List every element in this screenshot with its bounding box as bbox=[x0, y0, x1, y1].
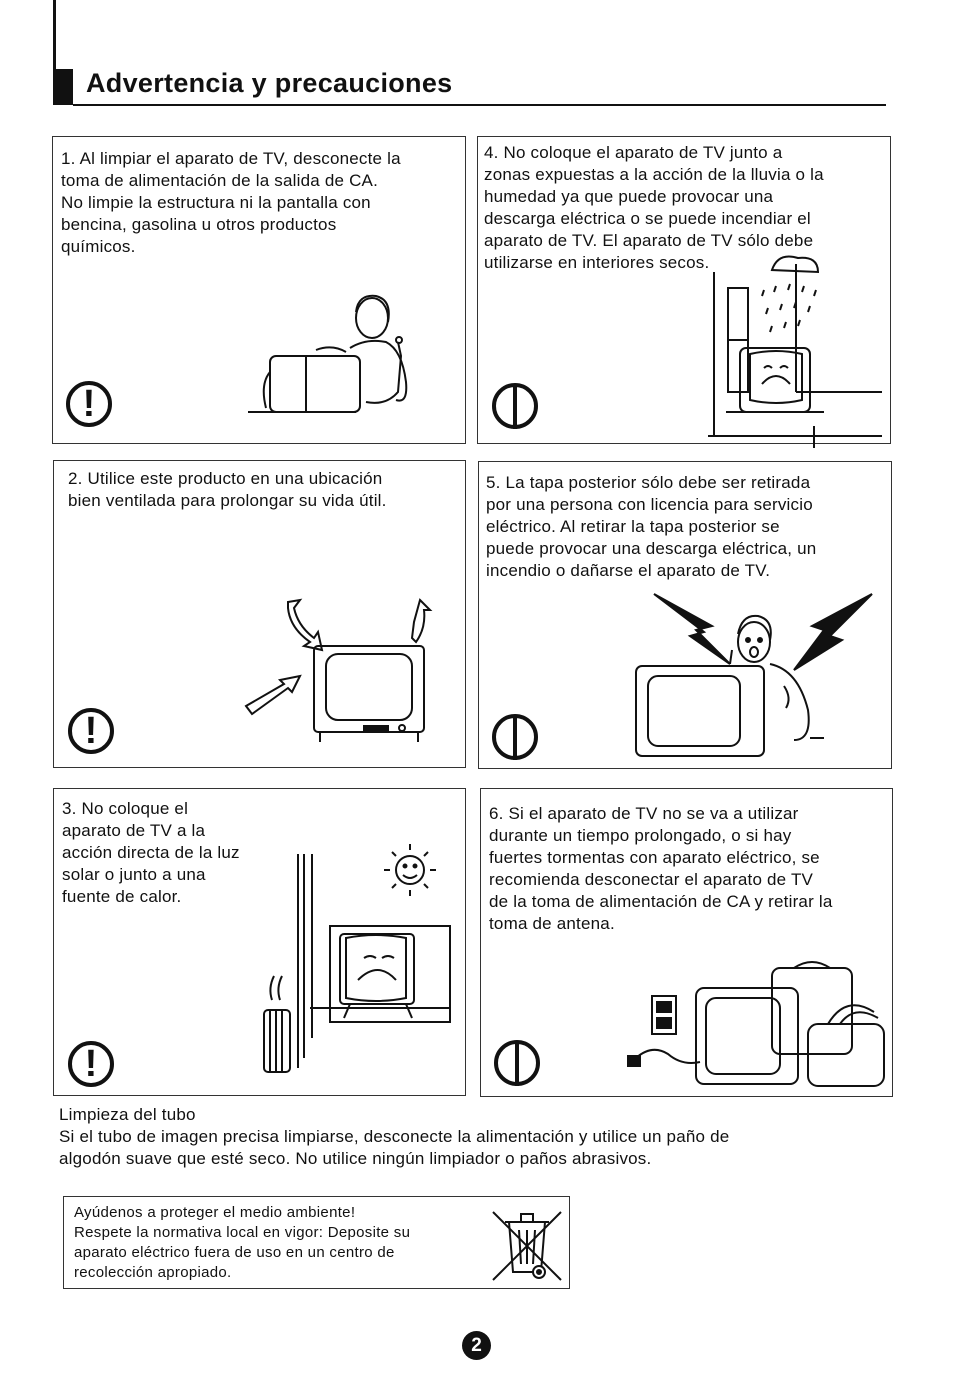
prohibition-icon bbox=[492, 383, 538, 429]
section-1-box bbox=[52, 136, 466, 444]
section-4-box bbox=[477, 136, 891, 444]
tv-rain-window-illustration bbox=[706, 250, 886, 450]
exclamation-warning-icon: ! bbox=[68, 1041, 114, 1087]
woman-cleaning-tv-illustration bbox=[246, 292, 416, 414]
section-3-text: 3. No coloque el aparato de TV a la acci… bbox=[62, 799, 240, 906]
section-5-box bbox=[478, 461, 892, 769]
prohibition-icon bbox=[494, 1040, 540, 1086]
section-1-text: 1. Al limpiar el aparato de TV, desconec… bbox=[61, 149, 401, 256]
tv-unplugged-luggage-illustration bbox=[622, 954, 888, 1088]
tv-ventilation-illustration bbox=[244, 596, 446, 744]
crossed-out-bin-icon bbox=[489, 1208, 565, 1284]
section-4-text: 4. No coloque el aparato de TV junto a z… bbox=[484, 143, 824, 272]
section-6-text: 6. Si el aparato de TV no se va a utiliz… bbox=[489, 804, 833, 933]
environment-notice-box bbox=[63, 1196, 570, 1289]
section-5-text: 5. La tapa posterior sólo debe ser retir… bbox=[486, 473, 817, 580]
page-title: Advertencia y precauciones bbox=[86, 68, 453, 98]
tv-sun-heater-illustration bbox=[260, 848, 456, 1074]
title-marker-bar bbox=[53, 69, 73, 105]
man-electric-shock-illustration bbox=[634, 590, 880, 762]
tube-cleaning-note: Limpieza del tubo Si el tubo de imagen p… bbox=[59, 1105, 730, 1168]
environment-notice-text: Ayúdenos a proteger el medio ambiente! R… bbox=[74, 1204, 411, 1281]
section-2-text: 2. Utilice este producto en una ubicació… bbox=[68, 469, 387, 510]
section-2-box bbox=[53, 460, 466, 768]
page-number: 2 bbox=[462, 1331, 491, 1360]
exclamation-warning-icon: ! bbox=[66, 381, 112, 427]
header-spine-line bbox=[53, 0, 56, 72]
section-6-box bbox=[480, 788, 893, 1097]
prohibition-icon bbox=[492, 714, 538, 760]
exclamation-warning-icon: ! bbox=[68, 708, 114, 754]
title-underline bbox=[73, 104, 886, 106]
section-3-box bbox=[53, 788, 466, 1096]
